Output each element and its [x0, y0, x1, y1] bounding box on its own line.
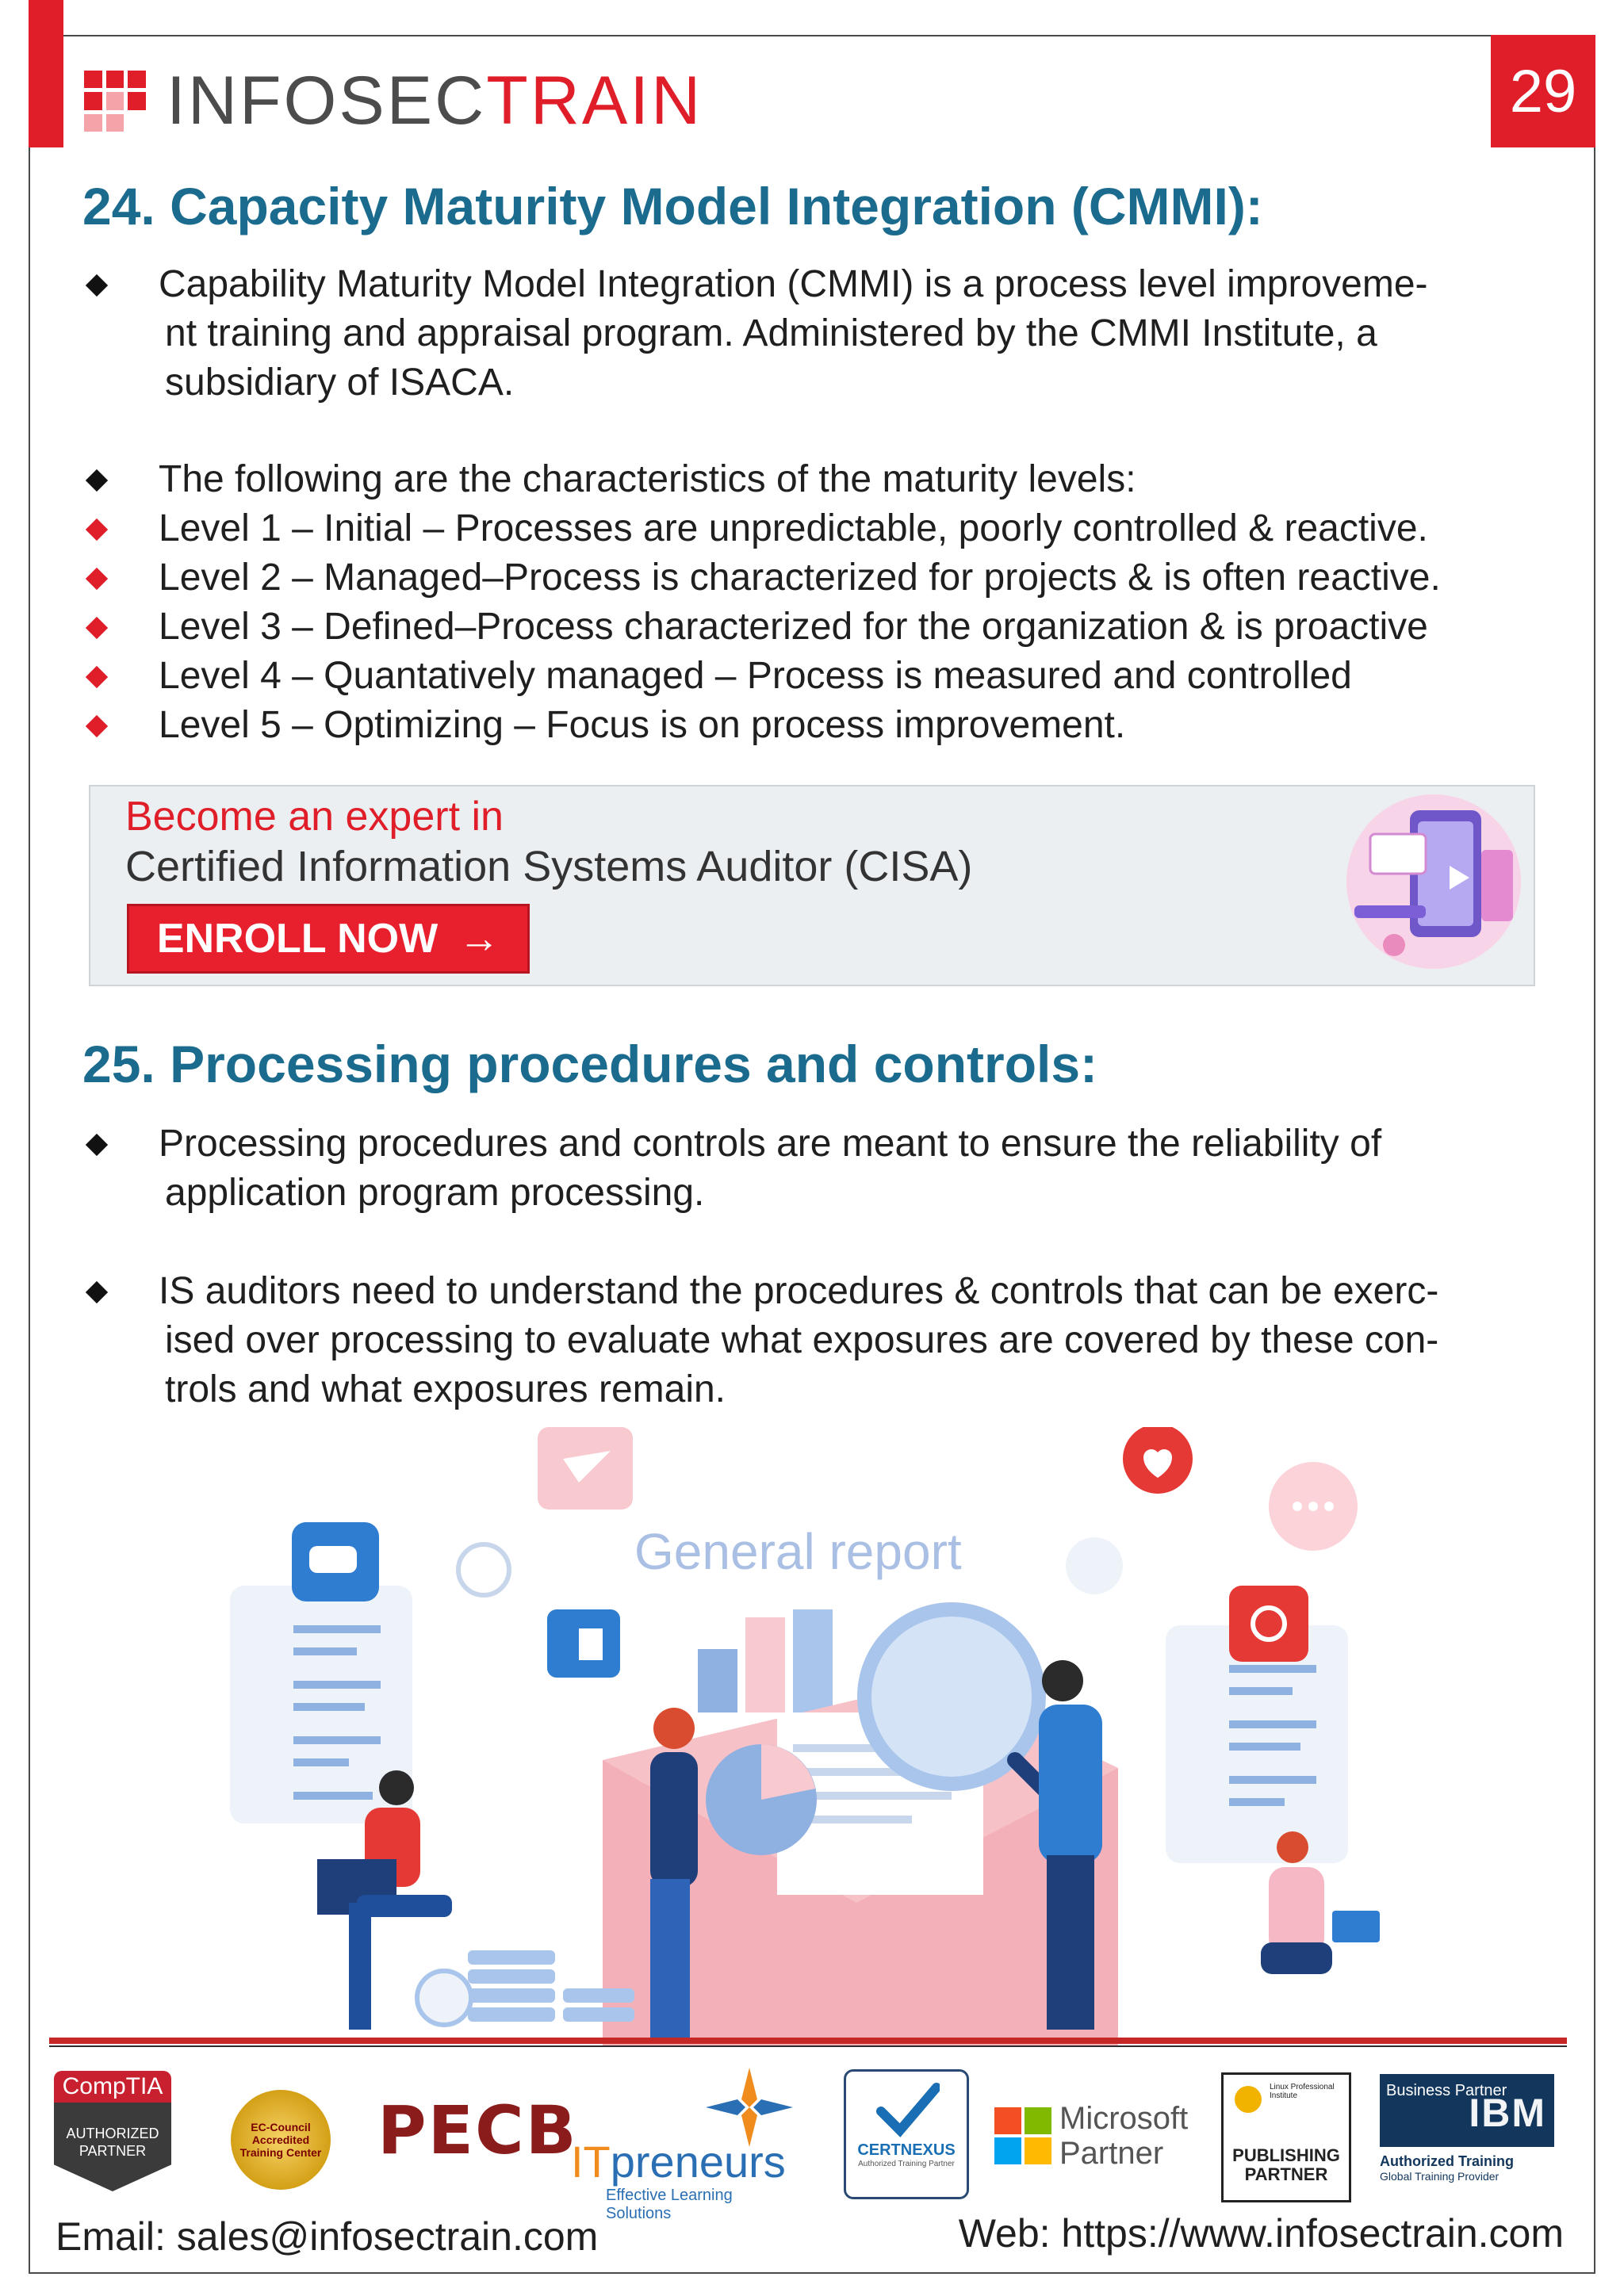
ec-council-badge-logo: EC-Council Accredited Training Center [216, 2090, 346, 2201]
list-item-level-2: Level 2 – Managed–Process is characteriz… [79, 553, 1570, 603]
list-item-level-5: Level 5 – Optimizing – Focus is on proce… [79, 701, 1570, 750]
ibm-business-partner-logo: Business Partner IBM Authorized Training… [1380, 2074, 1554, 2193]
lpi-emblem-icon [1235, 2086, 1262, 2113]
partner-logos-row: CompTIA AUTHORIZED PARTNER EC-Council Ac… [48, 2060, 1570, 2222]
diamond-bullet-icon [85, 274, 109, 297]
banner-illustration [1346, 794, 1521, 969]
certnexus-logo: CERTNEXUS Authorized Training Partner [844, 2069, 969, 2199]
microsoft-windows-icon [994, 2107, 1051, 2164]
diamond-bullet-icon [85, 616, 109, 640]
arrow-right-icon: → [458, 916, 500, 962]
infosectrain-logo: INFOSECTRAIN [84, 62, 703, 140]
lpi-publishing-partner-logo: Linux Professional Institute PUBLISHING … [1221, 2072, 1351, 2202]
itpreneurs-star-icon [706, 2068, 793, 2147]
section-24-bullets: Capability Maturity Model Integration (C… [79, 260, 1570, 750]
section-25-bullets: Processing procedures and controls are m… [79, 1119, 1570, 1414]
report-scene-graphic [230, 1427, 1380, 2045]
diamond-bullet-icon [85, 1280, 109, 1304]
page-number: 29 [1491, 35, 1595, 147]
footer-divider [49, 2038, 1567, 2044]
general-report-title: General report [634, 1523, 962, 1580]
banner-course-name: Certified Information Systems Auditor (C… [125, 843, 973, 890]
diamond-bullet-icon [85, 665, 109, 689]
general-report-illustration: General report [206, 1427, 1396, 2045]
diamond-bullet-icon [85, 469, 109, 492]
footer-divider-thin [49, 2045, 1567, 2047]
pecb-logo: PECB [377, 2091, 578, 2169]
diamond-bullet-icon [85, 714, 109, 738]
page-frame [29, 35, 1595, 2274]
section-24-title: 24. Capacity Maturity Model Integration … [82, 177, 1263, 235]
list-item-level-4: Level 4 – Quantatively managed – Process… [79, 652, 1570, 701]
list-item-level-1: Level 1 – Initial – Processes are unpred… [79, 504, 1570, 553]
cisa-promo-banner[interactable]: Become an expert in Certified Informatio… [89, 785, 1535, 986]
logo-mark-icon [84, 70, 146, 132]
list-item: IS auditors need to understand the proce… [79, 1267, 1570, 1414]
banner-tagline: Become an expert in [125, 794, 504, 840]
checkmark-icon [876, 2083, 940, 2137]
itpreneurs-logo: ITpreneurs Effective Learning Solutions [571, 2068, 801, 2222]
list-item: Processing procedures and controls are m… [79, 1119, 1570, 1218]
ec-council-medal-icon: EC-Council Accredited Training Center [231, 2090, 331, 2190]
diamond-bullet-icon [85, 567, 109, 591]
corner-accent-left [29, 0, 63, 147]
list-item: Capability Maturity Model Integration (C… [79, 260, 1570, 408]
enroll-now-button[interactable]: ENROLL NOW → [127, 904, 530, 974]
diamond-bullet-icon [85, 1133, 109, 1157]
section-25-title: 25. Processing procedures and controls: [82, 1035, 1098, 1093]
list-item-level-3: Level 3 – Defined–Process characterized … [79, 603, 1570, 652]
footer-email[interactable]: Email: sales@infosectrain.com [56, 2214, 599, 2259]
logo-wordmark: INFOSECTRAIN [167, 63, 703, 139]
footer-website[interactable]: Web: https://www.infosectrain.com [958, 2211, 1564, 2256]
diamond-bullet-icon [85, 518, 109, 541]
list-item: The following are the characteristics of… [79, 455, 1570, 504]
comptia-partner-logo: CompTIA AUTHORIZED PARTNER [54, 2071, 171, 2191]
